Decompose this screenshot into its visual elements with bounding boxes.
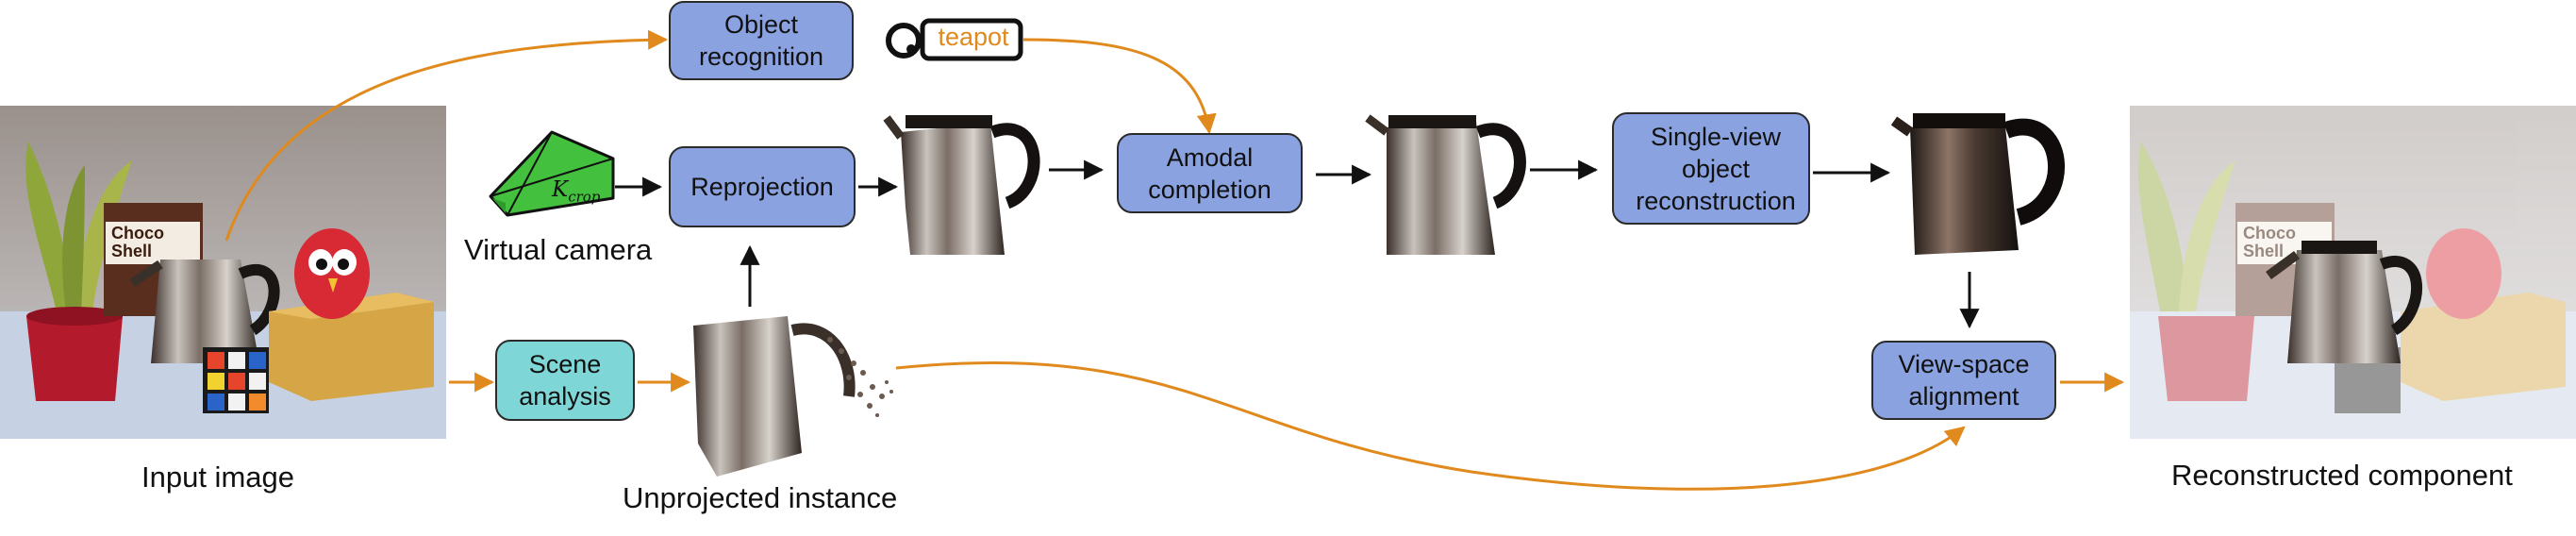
teapot-tag-label: teapot <box>938 23 1009 51</box>
reprojected-kettle-image <box>883 115 1040 255</box>
input-image <box>0 106 446 439</box>
cereal-box-text-faded: Choco Shell <box>2243 224 2296 260</box>
virtual-camera-icon <box>489 130 615 217</box>
arrow-instance-to-alignment <box>895 361 1966 491</box>
object-recognition-box: Object recognition <box>669 1 854 80</box>
scene-analysis-box: Scene analysis <box>495 340 635 421</box>
virtual-camera-label: Virtual camera <box>464 233 653 266</box>
cereal-box-text: Choco Shell <box>111 224 164 260</box>
amodal-completion-box: Amodal completion <box>1117 133 1303 213</box>
teapot-tag-icon <box>886 18 1023 61</box>
completed-kettle-image <box>1365 114 1526 255</box>
view-space-alignment-box: View-space alignment <box>1871 341 2056 420</box>
unprojected-instance-image <box>693 316 893 477</box>
reprojection-box: Reprojection <box>669 146 856 227</box>
arrow-tag-to-amodal <box>1022 38 1217 135</box>
reconstructed-kettle <box>2266 241 2423 363</box>
reconstructed-kettle-mesh-image <box>1890 113 2065 255</box>
reconstructed-component-label: Reconstructed component <box>2171 459 2513 492</box>
unprojected-instance-label: Unprojected instance <box>623 481 898 514</box>
k-crop-label: Kcrop <box>552 177 601 206</box>
single-view-reconstruction-box: Single-view object reconstruction <box>1612 112 1810 225</box>
single-view-label: Single-view object reconstruction <box>1636 122 1796 215</box>
input-image-label: Input image <box>141 461 294 494</box>
arrow-input-to-object-recognition <box>224 29 669 242</box>
